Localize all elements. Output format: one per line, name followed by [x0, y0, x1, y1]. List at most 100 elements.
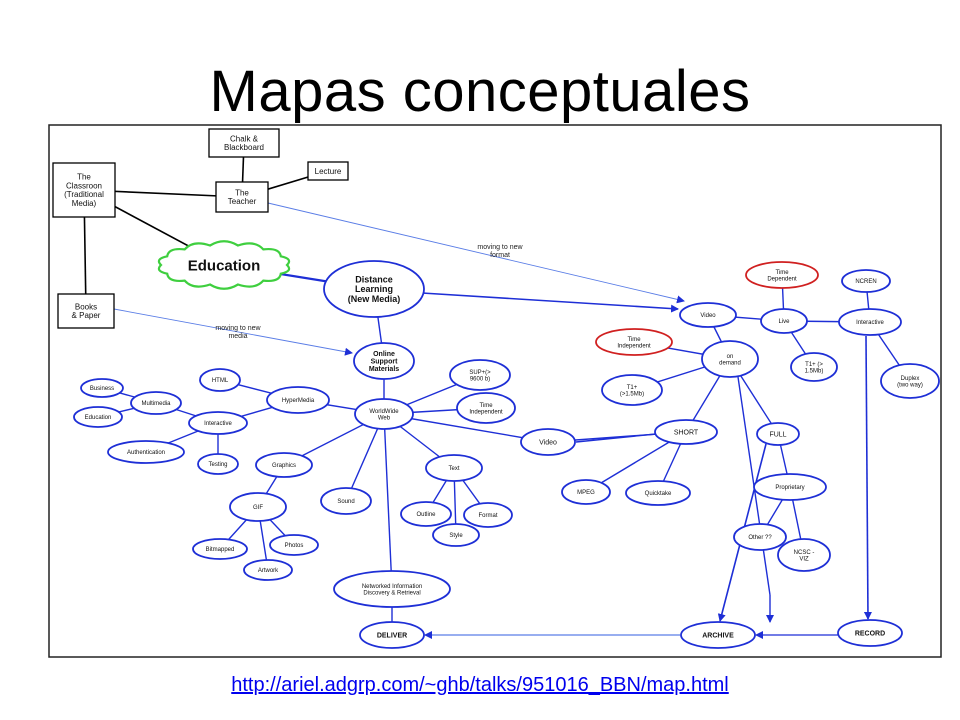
node-live: Live: [760, 308, 808, 334]
node-format: Format: [463, 502, 513, 528]
node-label-interactive_l: Interactive: [204, 421, 232, 427]
node-label-live: Live: [778, 319, 790, 325]
node-other: Other ??: [733, 523, 787, 551]
node-label-sup: SUP+(>9600 b): [469, 370, 491, 383]
node-label-chalk: Chalk &Blackboard: [224, 134, 264, 152]
node-label-duplex: Duplex(two way): [897, 376, 923, 389]
node-graphics: Graphics: [255, 452, 313, 478]
node-books: Books& Paper: [57, 293, 115, 329]
node-video_s: Video: [520, 428, 576, 456]
edge-www-networked: [383, 413, 393, 590]
node-label-graphics: Graphics: [272, 463, 296, 469]
node-label-other: Other ??: [748, 535, 772, 541]
node-deliver: DELIVER: [359, 621, 425, 649]
node-sound: Sound: [320, 487, 372, 515]
node-style: Style: [432, 523, 480, 547]
node-interactive_l: Interactive: [188, 411, 248, 435]
node-label-style: Style: [449, 533, 463, 539]
node-authentication: Authentication: [107, 440, 185, 464]
node-label-record: RECORD: [855, 630, 885, 637]
node-short: SHORT: [654, 419, 718, 445]
node-chalk: Chalk &Blackboard: [208, 128, 280, 158]
node-html: HTML: [199, 368, 241, 392]
node-label-full: FULL: [769, 431, 786, 438]
node-testing: Testing: [197, 453, 239, 475]
node-label-format: Format: [478, 513, 497, 519]
node-full: FULL: [756, 422, 800, 446]
node-label-sound: Sound: [337, 499, 354, 505]
node-lecture: Lecture: [307, 161, 349, 181]
node-record: RECORD: [837, 619, 903, 647]
node-label-testing: Testing: [208, 462, 227, 468]
node-label-video: Video: [700, 313, 716, 319]
node-education_s: Education: [73, 406, 123, 428]
node-t1_live: T1+ (>1.5Mb): [790, 352, 838, 382]
node-label-short: SHORT: [674, 429, 699, 436]
node-label-multimedia: Multimedia: [141, 401, 171, 407]
node-label-artwork: Artwork: [258, 568, 279, 574]
node-gif: GIF: [229, 492, 287, 522]
node-archive: ARCHIVE: [680, 621, 756, 649]
node-label-authentication: Authentication: [127, 450, 165, 456]
node-proprietary: Proprietary: [753, 473, 827, 501]
node-t1: T1+(>1.5Mb): [601, 374, 663, 406]
node-label-html: HTML: [212, 378, 229, 384]
node-hypermedia: HyperMedia: [266, 386, 330, 414]
node-label-bitmapped: Bitmapped: [206, 547, 235, 553]
node-label-ncsc: NCSC -VIZ: [794, 550, 815, 563]
edge-interactive-record: [863, 335, 872, 620]
node-label-text: Text: [448, 466, 459, 472]
map-frame: [48, 124, 942, 658]
node-label-photos: Photos: [285, 543, 304, 549]
node-label-books: Books& Paper: [72, 302, 101, 320]
node-label-business: Business: [90, 386, 114, 392]
node-label-archive: ARCHIVE: [702, 633, 734, 640]
node-label-video_s: Video: [539, 439, 557, 446]
node-label-t1_live: T1+ (>1.5Mb): [805, 362, 824, 375]
node-outline: Outline: [400, 501, 452, 527]
node-photos: Photos: [269, 534, 319, 556]
node-label-ncren: NCREN: [855, 279, 876, 285]
node-label-hypermedia: HyperMedia: [282, 398, 315, 404]
node-education: Education: [157, 240, 291, 290]
node-label-lecture: Lecture: [315, 167, 342, 176]
node-sup: SUP+(>9600 b): [449, 359, 511, 391]
node-ncren: NCREN: [841, 269, 891, 293]
node-label-education_s: Education: [85, 415, 112, 421]
node-label-t1: T1+(>1.5Mb): [620, 385, 644, 398]
source-link[interactable]: http://ariel.adgrp.com/~ghb/talks/951016…: [231, 674, 729, 696]
node-ncsc: NCSC -VIZ: [777, 538, 831, 572]
node-label-proprietary: Proprietary: [775, 485, 804, 491]
node-multimedia: Multimedia: [130, 391, 182, 415]
node-bitmapped: Bitmapped: [192, 538, 248, 560]
node-artwork: Artwork: [243, 559, 293, 581]
node-label-education: Education: [188, 257, 261, 274]
edge-teacher-video-format: [267, 202, 685, 304]
edge-short-video: [575, 433, 657, 443]
node-label-quicktake: Quicktake: [645, 491, 672, 497]
node-text: Text: [425, 454, 483, 482]
